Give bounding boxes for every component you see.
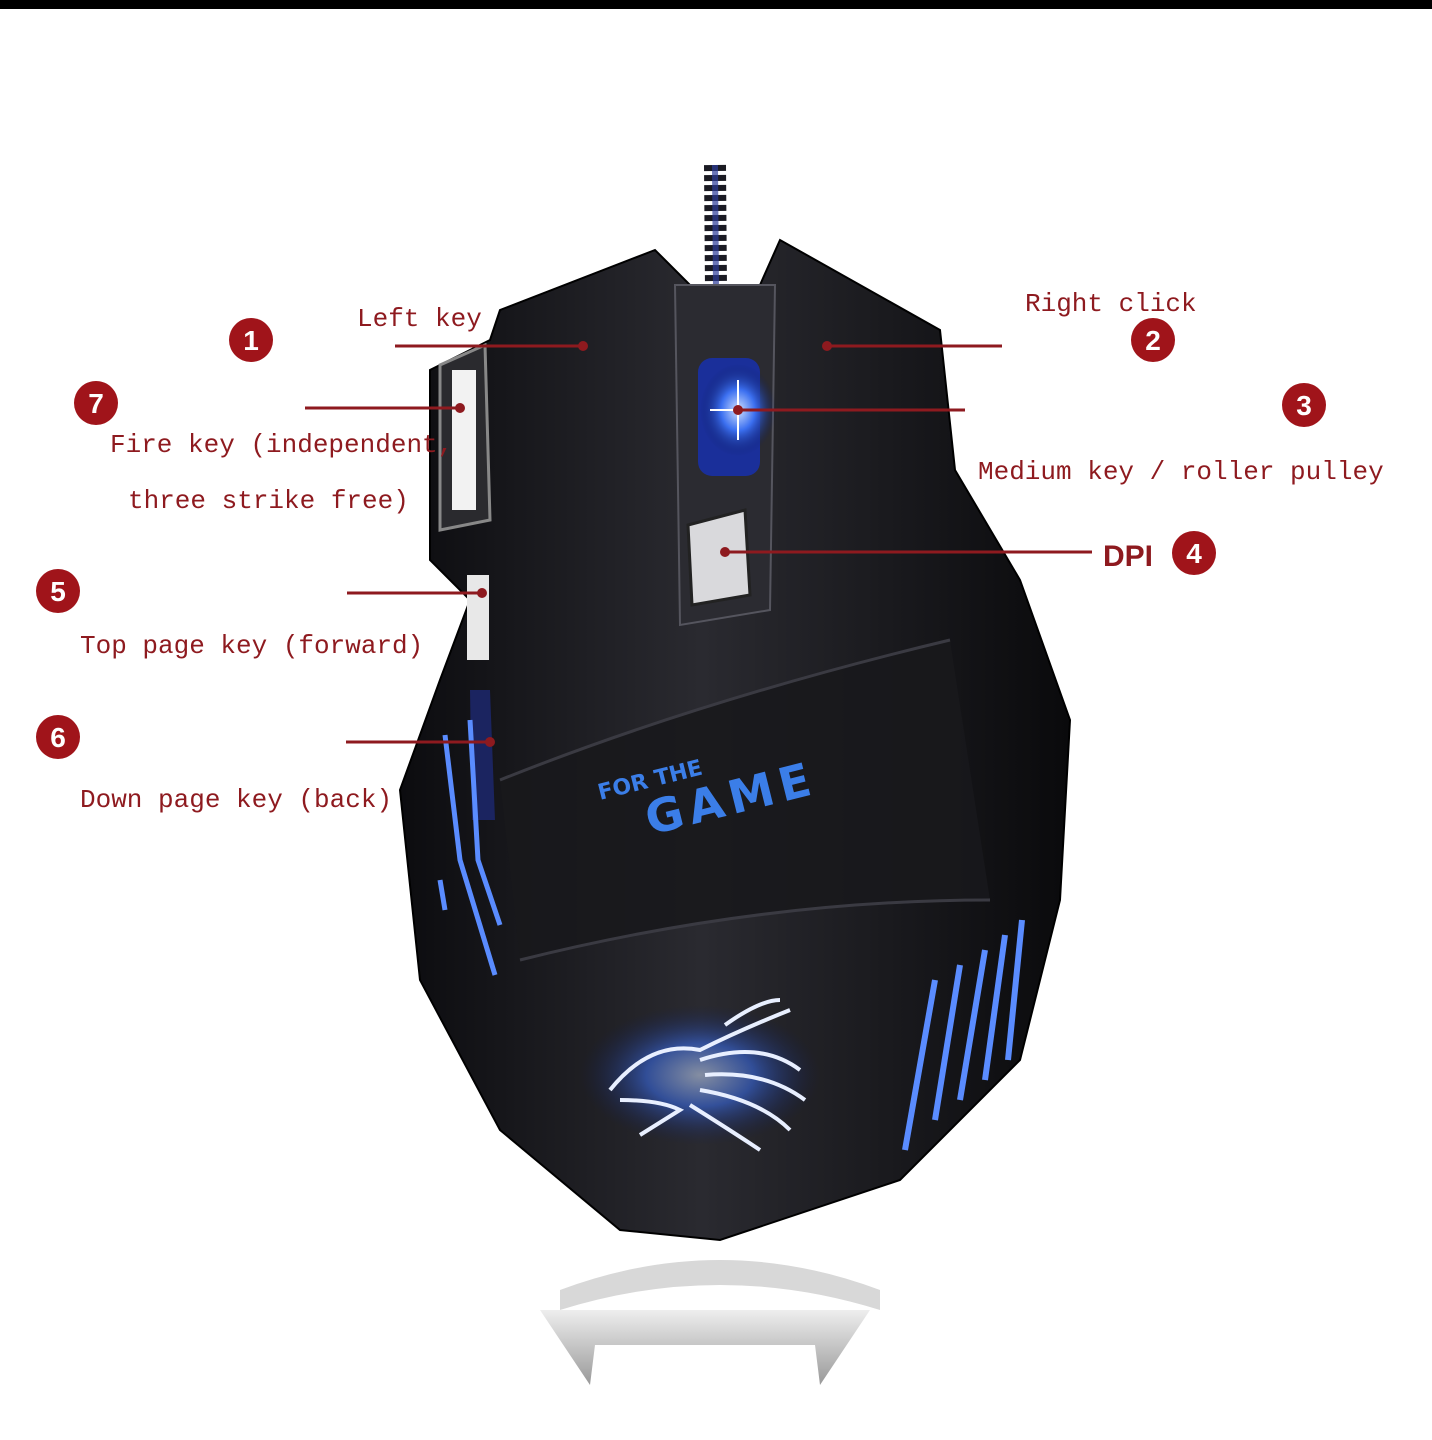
dpi-button[interactable]: [686, 508, 752, 607]
svg-text:6: 6: [50, 722, 66, 753]
right-light-stripes: [902, 919, 1025, 1151]
top-bar: [0, 0, 1432, 9]
label-dpi: DPI: [1103, 540, 1153, 573]
svg-text:1: 1: [243, 325, 259, 356]
fire-key[interactable]: [438, 342, 492, 532]
forward-button[interactable]: [467, 575, 489, 660]
svg-text:5: 5: [50, 576, 66, 607]
label-fire-key-line2: three strike free): [128, 486, 409, 516]
label-down-page-key: Down page key (back): [80, 785, 392, 815]
svg-text:4: 4: [1186, 538, 1202, 569]
label-right-click: Right click: [1025, 289, 1197, 319]
badge-6: 6: [36, 715, 80, 759]
label-medium-key: Medium key / roller pulley: [978, 457, 1384, 487]
badge-3: 3: [1282, 383, 1326, 427]
svg-text:3: 3: [1296, 390, 1312, 421]
badge-2: 2: [1131, 318, 1175, 362]
label-fire-key-line1: Fire key (independent,: [110, 430, 453, 460]
badge-4: 4: [1172, 531, 1216, 575]
svg-text:7: 7: [88, 388, 104, 419]
badge-5: 5: [36, 569, 80, 613]
left-light-stripes: [437, 719, 503, 976]
mouse-stand: [540, 1260, 880, 1385]
label-top-page-key: Top page key (forward): [80, 631, 423, 661]
badge-1: 1: [229, 318, 273, 362]
leader-lines: [305, 341, 1092, 747]
label-left-key: Left key: [357, 304, 482, 334]
dragon-logo: [580, 998, 820, 1152]
svg-text:2: 2: [1145, 325, 1161, 356]
badge-7: 7: [74, 381, 118, 425]
